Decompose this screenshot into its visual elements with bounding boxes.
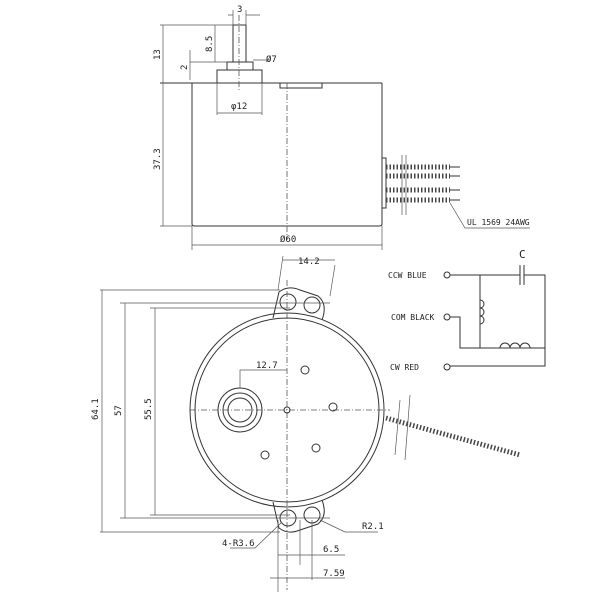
dim-inner-height: 55.5 xyxy=(144,398,154,420)
dim-flange-dia: Ø7 xyxy=(266,54,277,65)
dim-shaft-offset: 12.7 xyxy=(256,361,278,371)
dim-shaft-length: 8.5 xyxy=(205,36,215,52)
dim-hole-radius: 4-R3.6 xyxy=(222,539,255,549)
terminal-ccw-blue: CCW BLUE xyxy=(388,271,427,280)
dim-flange-height: 2 xyxy=(180,65,190,70)
terminal-com-black: COM BLACK xyxy=(391,313,435,322)
dim-shaft-width: 3 xyxy=(237,5,242,15)
dim-6-5: 6.5 xyxy=(323,545,339,555)
dim-7-59: 7.59 xyxy=(323,569,345,579)
dim-ear-width: 14.2 xyxy=(298,257,320,267)
capacitor-label: C xyxy=(519,248,526,261)
front-view: 14.2 64.1 57 55.5 12.7 4-R3.6 R2.1 6.5 7… xyxy=(91,255,521,592)
dim-boss-dia: φ12 xyxy=(231,102,247,112)
dim-overall-height: 64.1 xyxy=(91,398,101,420)
dim-corner-radius: R2.1 xyxy=(362,522,384,532)
wiring-diagram: C CCW BLUE COM BLACK CW RED xyxy=(388,248,546,372)
dim-hole-pitch: 57 xyxy=(114,405,124,416)
dim-body-height: 37.3 xyxy=(153,148,163,170)
terminal-cw-red: CW RED xyxy=(390,363,419,372)
dim-body-dia: Ø60 xyxy=(280,234,296,245)
wire-spec-label: UL 1569 24AWG xyxy=(467,218,530,227)
side-view: 3 13 8.5 2 Ø7 φ12 37.3 Ø60 UL 1569 24AWG xyxy=(153,5,530,250)
dim-total-height: 13 xyxy=(153,49,163,60)
